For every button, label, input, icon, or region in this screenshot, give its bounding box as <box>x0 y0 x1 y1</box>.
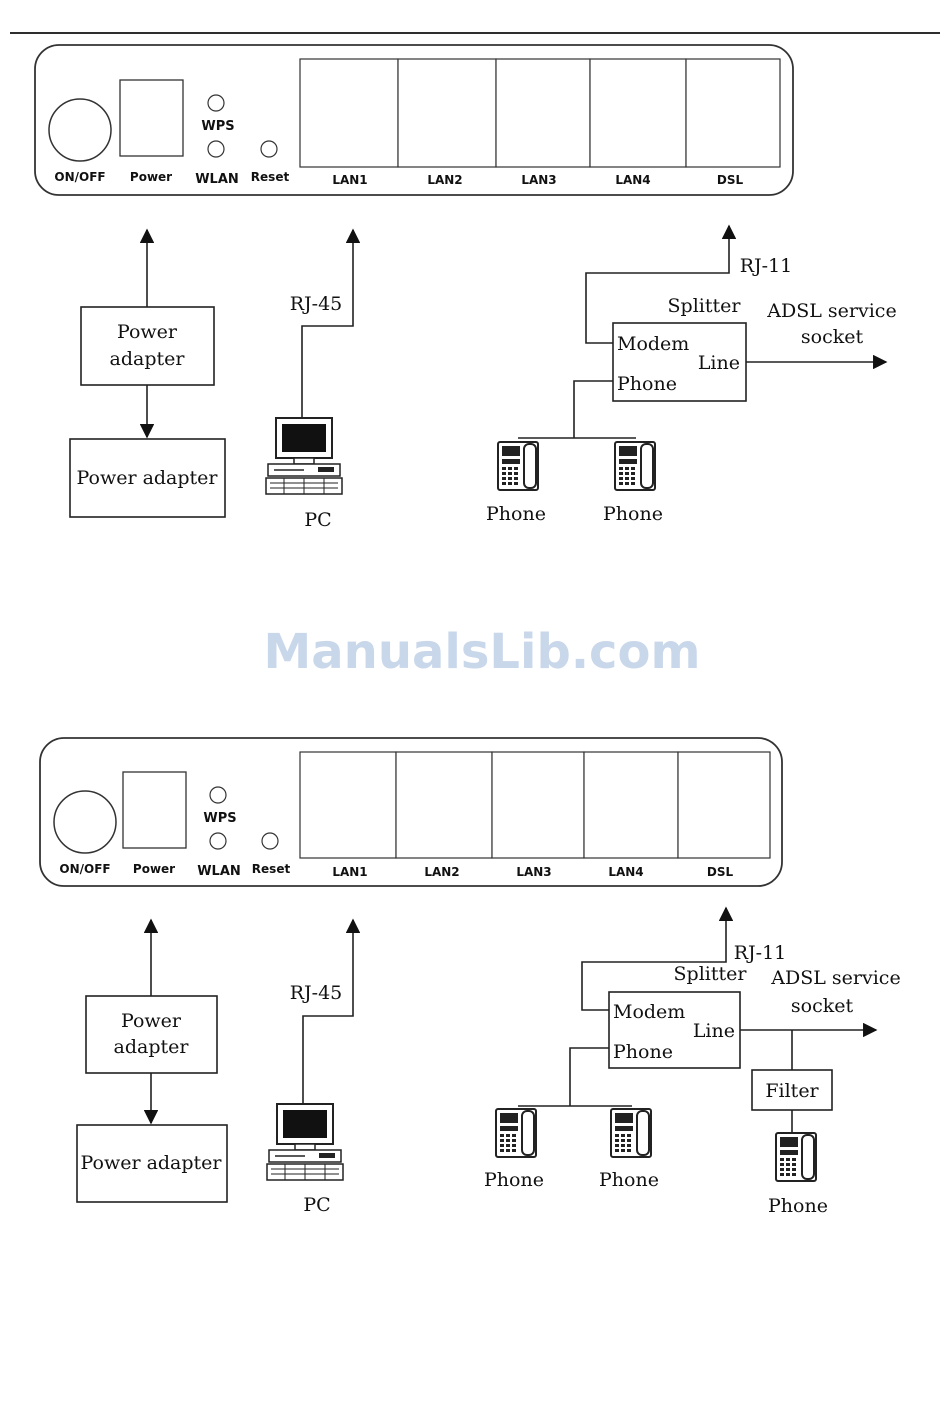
power-adapter-upper-line2: adapter <box>114 1036 190 1058</box>
lan4-port <box>583 751 679 859</box>
dsl-label: DSL <box>717 173 744 187</box>
lan4-label: LAN4 <box>608 865 643 879</box>
lan1-label: LAN1 <box>332 173 367 187</box>
lan3-label: LAN3 <box>521 173 556 187</box>
wps-label: WPS <box>201 119 234 134</box>
power-switch-label: ON/OFF <box>54 170 105 184</box>
diagram-1: ON/OFF Power WPS WLAN Reset LAN1 LAN2 LA… <box>34 44 897 531</box>
rj45-cable <box>302 918 361 1105</box>
dsl-label: DSL <box>707 865 734 879</box>
rj11-label: RJ-11 <box>734 942 787 964</box>
power-jack <box>119 79 184 157</box>
watermark: ManualsLib.com <box>264 624 701 680</box>
wps-led <box>207 94 225 112</box>
pc-label: PC <box>304 509 331 531</box>
pc-label: PC <box>303 1194 330 1216</box>
power-adapter-upper-line2: adapter <box>110 348 186 370</box>
filter-label: Filter <box>765 1080 819 1102</box>
splitter-label: Splitter <box>668 295 742 317</box>
phone-label: Phone <box>484 1169 544 1191</box>
splitter-line-label: Line <box>693 1020 735 1042</box>
lan2-port <box>397 58 497 168</box>
dsl-port <box>685 58 781 168</box>
adsl-socket-line1: ADSL service <box>766 300 896 322</box>
phone-icon <box>610 1108 652 1158</box>
wlan-led <box>207 140 225 158</box>
power-adapter-box-upper <box>85 995 218 1074</box>
rj45-label: RJ-45 <box>290 293 343 315</box>
wps-label: WPS <box>203 811 236 826</box>
power-adapter-box-lower <box>76 1124 228 1203</box>
reset-button <box>260 140 278 158</box>
power-adapter-upper-line1: Power <box>117 321 178 343</box>
power-switch <box>53 790 117 854</box>
phone-icon <box>497 441 539 491</box>
power-jack-label: Power <box>130 170 172 184</box>
splitter-line-label: Line <box>698 352 740 374</box>
phone-label: Phone <box>603 503 663 525</box>
splitter-box <box>612 322 747 402</box>
splitter-box <box>608 991 741 1069</box>
lan2-port <box>395 751 493 859</box>
splitter-label: Splitter <box>674 963 748 985</box>
power-adapter-lower-label: Power adapter <box>80 1152 222 1174</box>
wlan-led <box>209 832 227 850</box>
power-jack <box>122 771 187 849</box>
rj45-cable <box>301 228 361 418</box>
power-adapter-box-lower <box>69 438 226 518</box>
phone-label: Phone <box>486 503 546 525</box>
lan1-port <box>299 751 397 859</box>
dsl-port <box>677 751 771 859</box>
lan3-port <box>491 751 585 859</box>
lan1-label: LAN1 <box>332 865 367 879</box>
rj11-cable <box>581 906 734 1011</box>
power-switch <box>48 98 112 162</box>
phone-cable-trunk <box>569 1047 609 1106</box>
adsl-socket-line1: ADSL service <box>770 967 900 989</box>
power-switch-label: ON/OFF <box>59 862 110 876</box>
rj11-label: RJ-11 <box>740 255 793 277</box>
reset-label: Reset <box>252 862 291 876</box>
lan2-label: LAN2 <box>424 865 459 879</box>
router-back-panel: ON/OFF Power WPS WLAN Reset LAN1 LAN2 LA… <box>34 44 794 196</box>
power-adapter-upper-line1: Power <box>121 1010 182 1032</box>
phone-icon <box>614 441 656 491</box>
lan2-label: LAN2 <box>427 173 462 187</box>
reset-button <box>261 832 279 850</box>
wlan-label: WLAN <box>197 864 241 879</box>
phone-icon <box>775 1132 817 1182</box>
rj45-label: RJ-45 <box>290 982 343 1004</box>
lan3-label: LAN3 <box>516 865 551 879</box>
lan4-port <box>589 58 687 168</box>
power-adapter-box-upper <box>80 306 215 386</box>
lan1-port <box>299 58 399 168</box>
router-back-panel: ON/OFF Power WPS WLAN Reset LAN1 LAN2 LA… <box>39 737 783 887</box>
adsl-socket-line2: socket <box>791 995 854 1017</box>
reset-label: Reset <box>251 170 290 184</box>
power-jack-label: Power <box>133 862 175 876</box>
phone-label: Phone <box>599 1169 659 1191</box>
pc-icon <box>265 1102 345 1182</box>
splitter-phone-label: Phone <box>613 1041 673 1063</box>
lan3-port <box>495 58 591 168</box>
splitter-phone-label: Phone <box>617 373 677 395</box>
adsl-socket-line2: socket <box>801 326 864 348</box>
lan4-label: LAN4 <box>615 173 650 187</box>
splitter-modem-label: Modem <box>613 1001 685 1023</box>
wlan-label: WLAN <box>195 172 239 187</box>
rj11-cable <box>585 224 737 344</box>
pc-icon <box>264 416 344 496</box>
diagram-2: ON/OFF Power WPS WLAN Reset LAN1 LAN2 LA… <box>39 737 901 1217</box>
splitter-modem-label: Modem <box>617 333 689 355</box>
phone-icon <box>495 1108 537 1158</box>
wps-led <box>209 786 227 804</box>
phone-label: Phone <box>768 1195 828 1217</box>
phone-cable-trunk <box>573 380 613 438</box>
power-adapter-lower-label: Power adapter <box>76 467 218 489</box>
filter-box <box>751 1069 833 1111</box>
